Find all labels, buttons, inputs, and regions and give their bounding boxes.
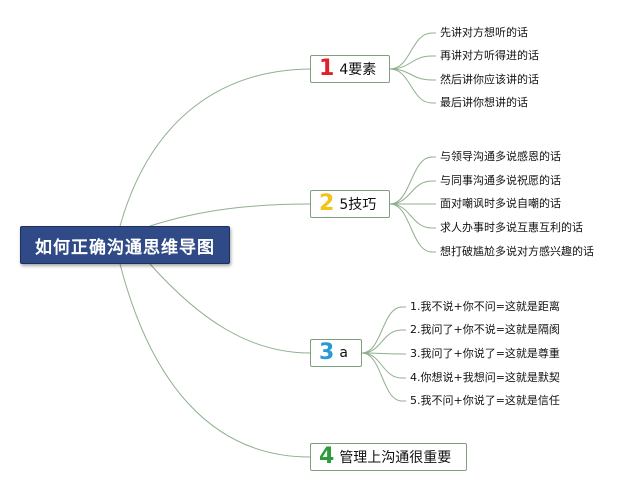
connector-branch-1-leaf-4 xyxy=(389,68,436,104)
branch-number-3: 3 xyxy=(319,340,335,365)
leaf-3-5[interactable]: 5.我不问+你说了=这就是信任 xyxy=(410,394,560,407)
branch-node-4[interactable]: 4 管理上沟通很重要 xyxy=(310,443,467,471)
connector-branch-2-leaf-5 xyxy=(389,203,436,253)
connector-branch-2-leaf-4 xyxy=(389,203,436,229)
leaf-3-4[interactable]: 4.你想说+我想问=这就是默契 xyxy=(410,371,560,384)
leaf-3-1[interactable]: 1.我不说+你不问=这就是距离 xyxy=(410,300,560,313)
connector-branch-1-leaf-2 xyxy=(389,55,436,70)
leaf-3-2[interactable]: 2.我问了+你不说=这就是隔阂 xyxy=(410,323,560,336)
branch-label-3: a xyxy=(339,345,348,361)
branch-label-4: 管理上沟通很重要 xyxy=(339,450,452,466)
leaf-1-4[interactable]: 最后讲你想讲的话 xyxy=(440,96,528,109)
connector-branch-1-leaf-3 xyxy=(389,68,436,81)
branch-node-2[interactable]: 2 5技巧 xyxy=(310,190,390,218)
connector-branch-2-leaf-2 xyxy=(389,180,436,205)
branch-label-2: 5技巧 xyxy=(339,197,377,213)
branch-label-1: 4要素 xyxy=(339,62,377,78)
leaf-2-1[interactable]: 与领导沟通多说感恩的话 xyxy=(440,150,561,163)
connector-branch-2-leaf-1 xyxy=(389,156,436,205)
connector-branch-3-leaf-5 xyxy=(361,352,406,402)
root-node[interactable]: 如何正确沟通思维导图 xyxy=(20,226,230,264)
branch-node-1[interactable]: 1 4要素 xyxy=(310,55,390,83)
leaf-2-5[interactable]: 想打破尴尬多说对方感兴趣的话 xyxy=(440,245,594,258)
connector-root-branch-1 xyxy=(119,68,311,227)
leaf-1-3[interactable]: 然后讲你应该讲的话 xyxy=(440,73,539,86)
connector-branch-3-leaf-3 xyxy=(361,352,406,355)
connector-branch-3-leaf-4 xyxy=(361,352,406,379)
leaf-2-3[interactable]: 面对嘲讽时多说自嘲的话 xyxy=(440,197,561,210)
leaf-1-1[interactable]: 先讲对方想听的话 xyxy=(440,26,528,39)
leaf-1-2[interactable]: 再讲对方听得进的话 xyxy=(440,49,539,62)
branch-number-4: 4 xyxy=(319,444,335,469)
connector-root-branch-3 xyxy=(149,263,311,354)
root-title: 如何正确沟通思维导图 xyxy=(35,237,215,258)
branch-node-3[interactable]: 3 a xyxy=(310,339,362,367)
branch-number-1: 1 xyxy=(319,56,335,81)
connector-branch-3-leaf-1 xyxy=(361,306,406,354)
connector-branch-3-leaf-2 xyxy=(361,329,406,354)
connector-branch-1-leaf-1 xyxy=(389,32,436,70)
leaf-2-2[interactable]: 与同事沟通多说祝愿的话 xyxy=(440,174,561,187)
leaf-2-4[interactable]: 求人办事时多说互惠互利的话 xyxy=(440,221,583,234)
branch-number-2: 2 xyxy=(319,191,335,216)
leaf-3-3[interactable]: 3.我问了+你说了=这就是尊重 xyxy=(410,347,560,360)
connector-root-branch-4 xyxy=(119,263,311,458)
connector-root-branch-2 xyxy=(149,203,311,227)
